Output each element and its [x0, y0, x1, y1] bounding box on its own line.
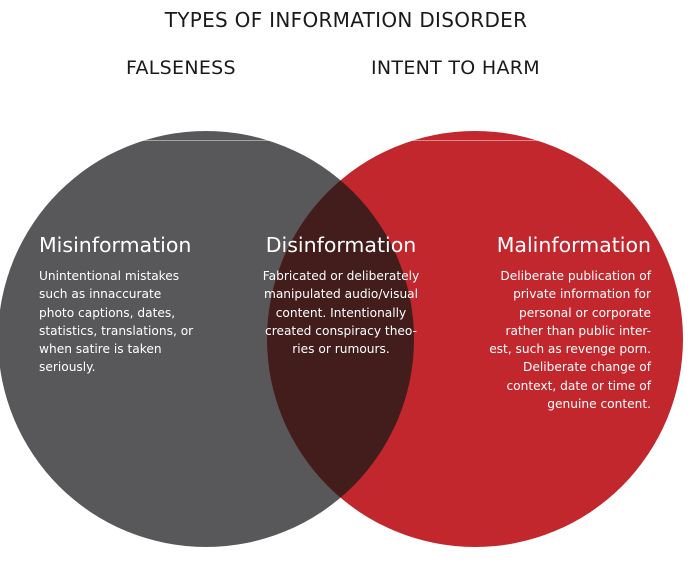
description-line: created conspiracy theo- — [265, 323, 417, 338]
description-line: Fabricated or deliberately — [262, 269, 420, 283]
description-line: ries or rumours. — [292, 342, 390, 357]
overlap-region — [267, 131, 414, 547]
description-line: Deliberate change of — [523, 360, 651, 375]
description-line: est, such as revenge porn. — [489, 342, 651, 357]
description-line: manipulated audio/visual — [263, 287, 419, 302]
description-line: genuine content. — [547, 397, 651, 412]
description-line: private information for — [513, 287, 651, 302]
description-line: personal or corporate — [519, 305, 651, 320]
description-line: Deliberate publication of — [500, 269, 651, 283]
misinformation-description: Unintentional mistakes such as innaccura… — [39, 267, 193, 377]
description-line: rather than public inter- — [505, 323, 652, 338]
description-line: content. Intentionally — [275, 305, 407, 320]
disinformation-heading: Disinformation — [265, 233, 417, 257]
description-line: Unintentional mistakes — [39, 269, 180, 283]
malinformation-description: Deliberate publication of private inform… — [489, 267, 651, 413]
description-line: photo captions, dates, — [39, 305, 176, 320]
misinformation-heading: Misinformation — [39, 233, 192, 257]
intent-to-harm-label: INTENT TO HARM — [371, 57, 540, 79]
description-line: seriously. — [39, 360, 96, 375]
description-line: statistics, translations, or — [39, 323, 194, 338]
description-line: such as innaccurate — [39, 287, 162, 302]
page-title: TYPES OF INFORMATION DISORDER — [164, 8, 528, 32]
disinformation-description: Fabricated or deliberately manipulated a… — [235, 267, 447, 358]
falseness-label: FALSENESS — [126, 57, 236, 79]
description-line: context, date or time of — [506, 378, 651, 393]
malinformation-heading: Malinformation — [496, 233, 651, 257]
description-line: when satire is taken — [39, 342, 162, 357]
